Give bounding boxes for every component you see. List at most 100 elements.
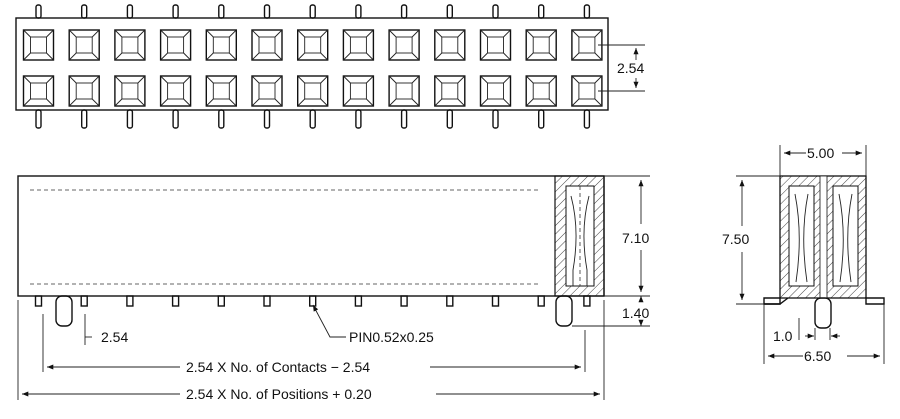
contact-socket-inner: [349, 36, 367, 54]
width-dimension-bottom: 6.50: [763, 304, 885, 364]
front-pin: [263, 295, 271, 307]
top-view-pins-upper: [35, 4, 591, 19]
contact-socket: [479, 75, 512, 107]
contact-socket-bevel: [68, 75, 100, 107]
front-pin: [354, 295, 363, 307]
pin-top: [218, 4, 225, 19]
front-pin: [217, 295, 226, 307]
contact-socket-inner: [578, 82, 596, 100]
pin-top: [446, 4, 453, 19]
contact-socket-bevel: [525, 75, 557, 107]
pin-top: [80, 4, 88, 19]
pin-bottom: [309, 109, 316, 129]
front-pin: [446, 295, 454, 307]
contact-socket: [479, 29, 512, 61]
contact-socket: [114, 75, 146, 107]
pin-bottom: [126, 109, 134, 129]
contact-socket: [22, 75, 55, 107]
front-view-tail-left: [55, 295, 73, 327]
positions-formula: 2.54 X No. of Positions + 0.20: [186, 386, 372, 402]
contact-socket-bevel: [388, 75, 420, 107]
pitch-label-bottom: 2.54: [101, 329, 128, 345]
contact-socket-inner: [487, 82, 504, 100]
front-view-internal-detail: [30, 189, 540, 285]
contact-socket: [297, 75, 329, 107]
contact-socket-bevel: [571, 29, 603, 61]
contact-socket: [251, 29, 283, 61]
pin-top: [35, 4, 42, 19]
front-pin: [34, 295, 43, 307]
front-pin: [171, 295, 180, 307]
pin-top: [583, 4, 591, 19]
contact-socket-bevel: [114, 75, 146, 107]
front-pin: [309, 295, 317, 307]
front-view-body: [17, 175, 605, 297]
pin-top: [492, 4, 499, 19]
foot-label: 1.0: [773, 328, 793, 344]
height-label-side: 7.50: [722, 231, 749, 247]
pin-bottom: [263, 109, 271, 129]
contact-socket-bevel: [571, 75, 603, 107]
contacts-formula: 2.54 X No. of Contacts − 2.54: [186, 359, 370, 375]
pin-top: [126, 4, 134, 19]
contact-socket-inner: [212, 36, 230, 54]
contact-socket-inner: [532, 36, 550, 54]
top-view-body: [15, 17, 609, 111]
pin-top: [172, 4, 179, 19]
contact-socket-bevel: [297, 75, 329, 107]
pitch-dimension-bottom: 2.54: [42, 314, 128, 345]
contacts-dimension: 2.54 X No. of Contacts − 2.54: [42, 330, 586, 375]
contact-socket: [205, 29, 238, 61]
pin-bottom: [492, 109, 499, 129]
contact-socket: [434, 29, 466, 61]
pitch-label-top: 2.54: [617, 60, 644, 76]
contact-socket-inner: [487, 36, 504, 54]
contact-socket-bevel: [160, 75, 191, 107]
pin-top: [355, 4, 362, 19]
contact-socket-inner: [395, 82, 413, 100]
contact-socket-inner: [75, 36, 93, 54]
top-view: 2.54: [15, 4, 645, 129]
pin-callout: PIN0.52x0.25: [312, 304, 434, 345]
height-label-body: 7.10: [622, 230, 649, 246]
width-label-top: 5.00: [807, 145, 834, 161]
contact-socket: [22, 29, 55, 61]
pin-top: [538, 4, 545, 19]
contact-socket-inner: [121, 82, 139, 100]
contact-socket-inner: [30, 82, 47, 100]
contact-socket-bevel: [68, 29, 100, 61]
pin-bottom: [80, 109, 88, 129]
front-pin: [491, 295, 500, 307]
top-view-pins-lower: [35, 109, 591, 129]
front-view: 7.10 1.40 2.54 PIN0.52x0.25 2.54 X N: [17, 175, 650, 402]
contact-socket: [205, 75, 238, 107]
contact-socket-bevel: [205, 29, 237, 61]
contact-socket-bevel: [525, 29, 557, 61]
contact-socket-inner: [395, 36, 413, 54]
foot-dimension: 1.0: [773, 318, 840, 344]
pin-bottom: [400, 109, 408, 129]
front-pin: [537, 295, 545, 307]
contact-socket-inner: [441, 36, 459, 54]
contact-socket: [434, 75, 466, 107]
contact-socket-inner: [441, 82, 459, 100]
pin-bottom: [446, 109, 453, 129]
contact-socket-inner: [75, 82, 93, 100]
front-pin: [80, 295, 88, 307]
contact-socket-inner: [304, 82, 322, 100]
contact-socket-inner: [258, 82, 276, 100]
contact-socket-inner: [121, 36, 139, 54]
contact-socket-bevel: [251, 75, 283, 107]
contact-socket-inner: [212, 82, 230, 100]
contact-socket-inner: [578, 36, 596, 54]
contact-socket: [159, 75, 192, 107]
top-view-contact-grid: [22, 29, 603, 107]
contact-socket: [68, 75, 100, 107]
contact-socket-bevel: [297, 29, 329, 61]
side-view: 5.00 7.50 1.0 6.50: [722, 145, 885, 364]
pin-top: [309, 4, 316, 19]
contact-socket-bevel: [23, 75, 54, 107]
contact-socket-bevel: [434, 75, 466, 107]
pin-bottom: [538, 109, 545, 129]
